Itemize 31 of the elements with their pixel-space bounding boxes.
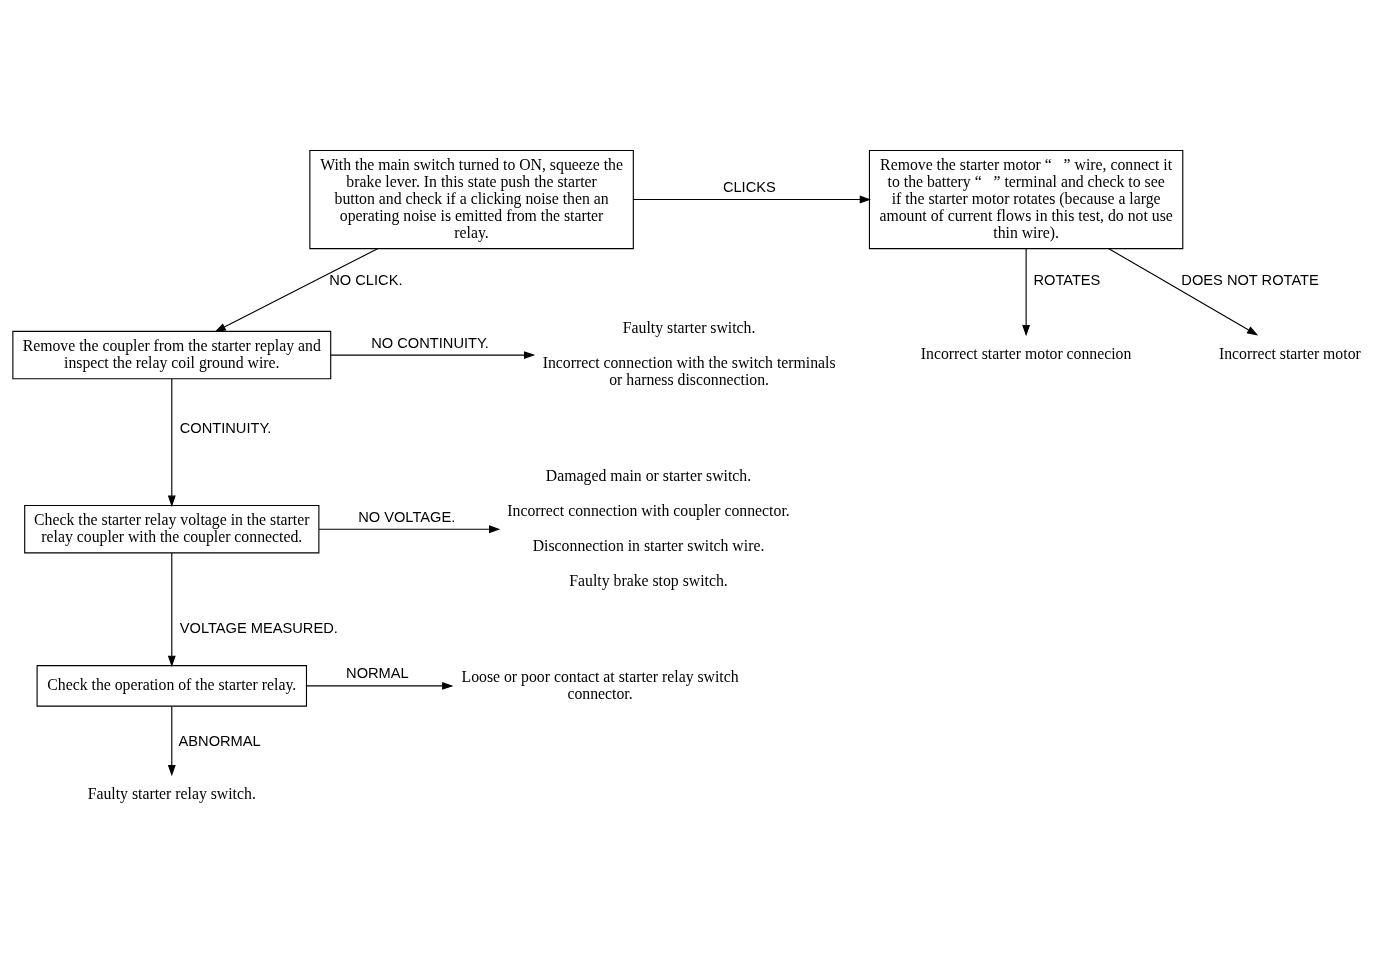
- node-box: Check the starter relay voltage in the starter relay coupler with the coupler connected.: [24, 504, 320, 554]
- node-box: Check the operation of the starter relay.: [36, 665, 308, 707]
- edge-label: NORMAL: [346, 665, 409, 682]
- edge-label: NO CLICK.: [329, 272, 403, 289]
- arrow: [167, 706, 176, 777]
- node-text: Damaged main or starter switch. Incorrect connection with coupler connector. Disconnection in starter switch wire. Faulty brake stop switch.: [507, 466, 790, 589]
- node-text: Faulty starter switch. Incorrect connection with the switch terminals or harness disconnection.: [542, 319, 836, 389]
- arrow: [306, 681, 454, 690]
- node-text: Incorrect starter motor: [1218, 345, 1361, 363]
- node-text: Incorrect starter motor connecion: [920, 345, 1132, 363]
- edge-label: ROTATES: [1033, 272, 1101, 289]
- edge-label: NO CONTINUITY.: [371, 334, 489, 351]
- node-box: Remove the starter motor “ ” wire, connect it to the battery “ ” terminal and check to see if the starter motor rotates (because a large amount of current flows in this test, do not use thin wire).: [868, 149, 1184, 250]
- arrow: [330, 351, 536, 360]
- arrow: [1108, 248, 1259, 336]
- edge-label: CLICKS: [722, 179, 776, 196]
- arrow: [214, 248, 379, 333]
- edge-label: DOES NOT ROTATE: [1181, 272, 1319, 289]
- arrow: [167, 552, 176, 667]
- node-text: Faulty starter relay switch.: [87, 785, 256, 803]
- arrow: [167, 378, 176, 507]
- node-box: Remove the coupler from the starter replay and inspect the relay coil ground wire.: [12, 330, 332, 380]
- arrow: [318, 525, 501, 534]
- edge-label: NO VOLTAGE.: [358, 508, 456, 525]
- arrow: [632, 195, 871, 204]
- node-text: Loose or poor contact at starter relay switch connector.: [461, 667, 739, 702]
- edge-label: VOLTAGE MEASURED.: [179, 620, 338, 637]
- edge-label: CONTINUITY.: [179, 419, 272, 436]
- node-box: With the main switch turned to ON, squeeze the brake lever. In this state push the starter button and check if a clicking noise then an operating noise is emitted from the starter relay.: [309, 149, 634, 250]
- arrow: [1022, 248, 1031, 337]
- edge-label: ABNORMAL: [178, 733, 261, 750]
